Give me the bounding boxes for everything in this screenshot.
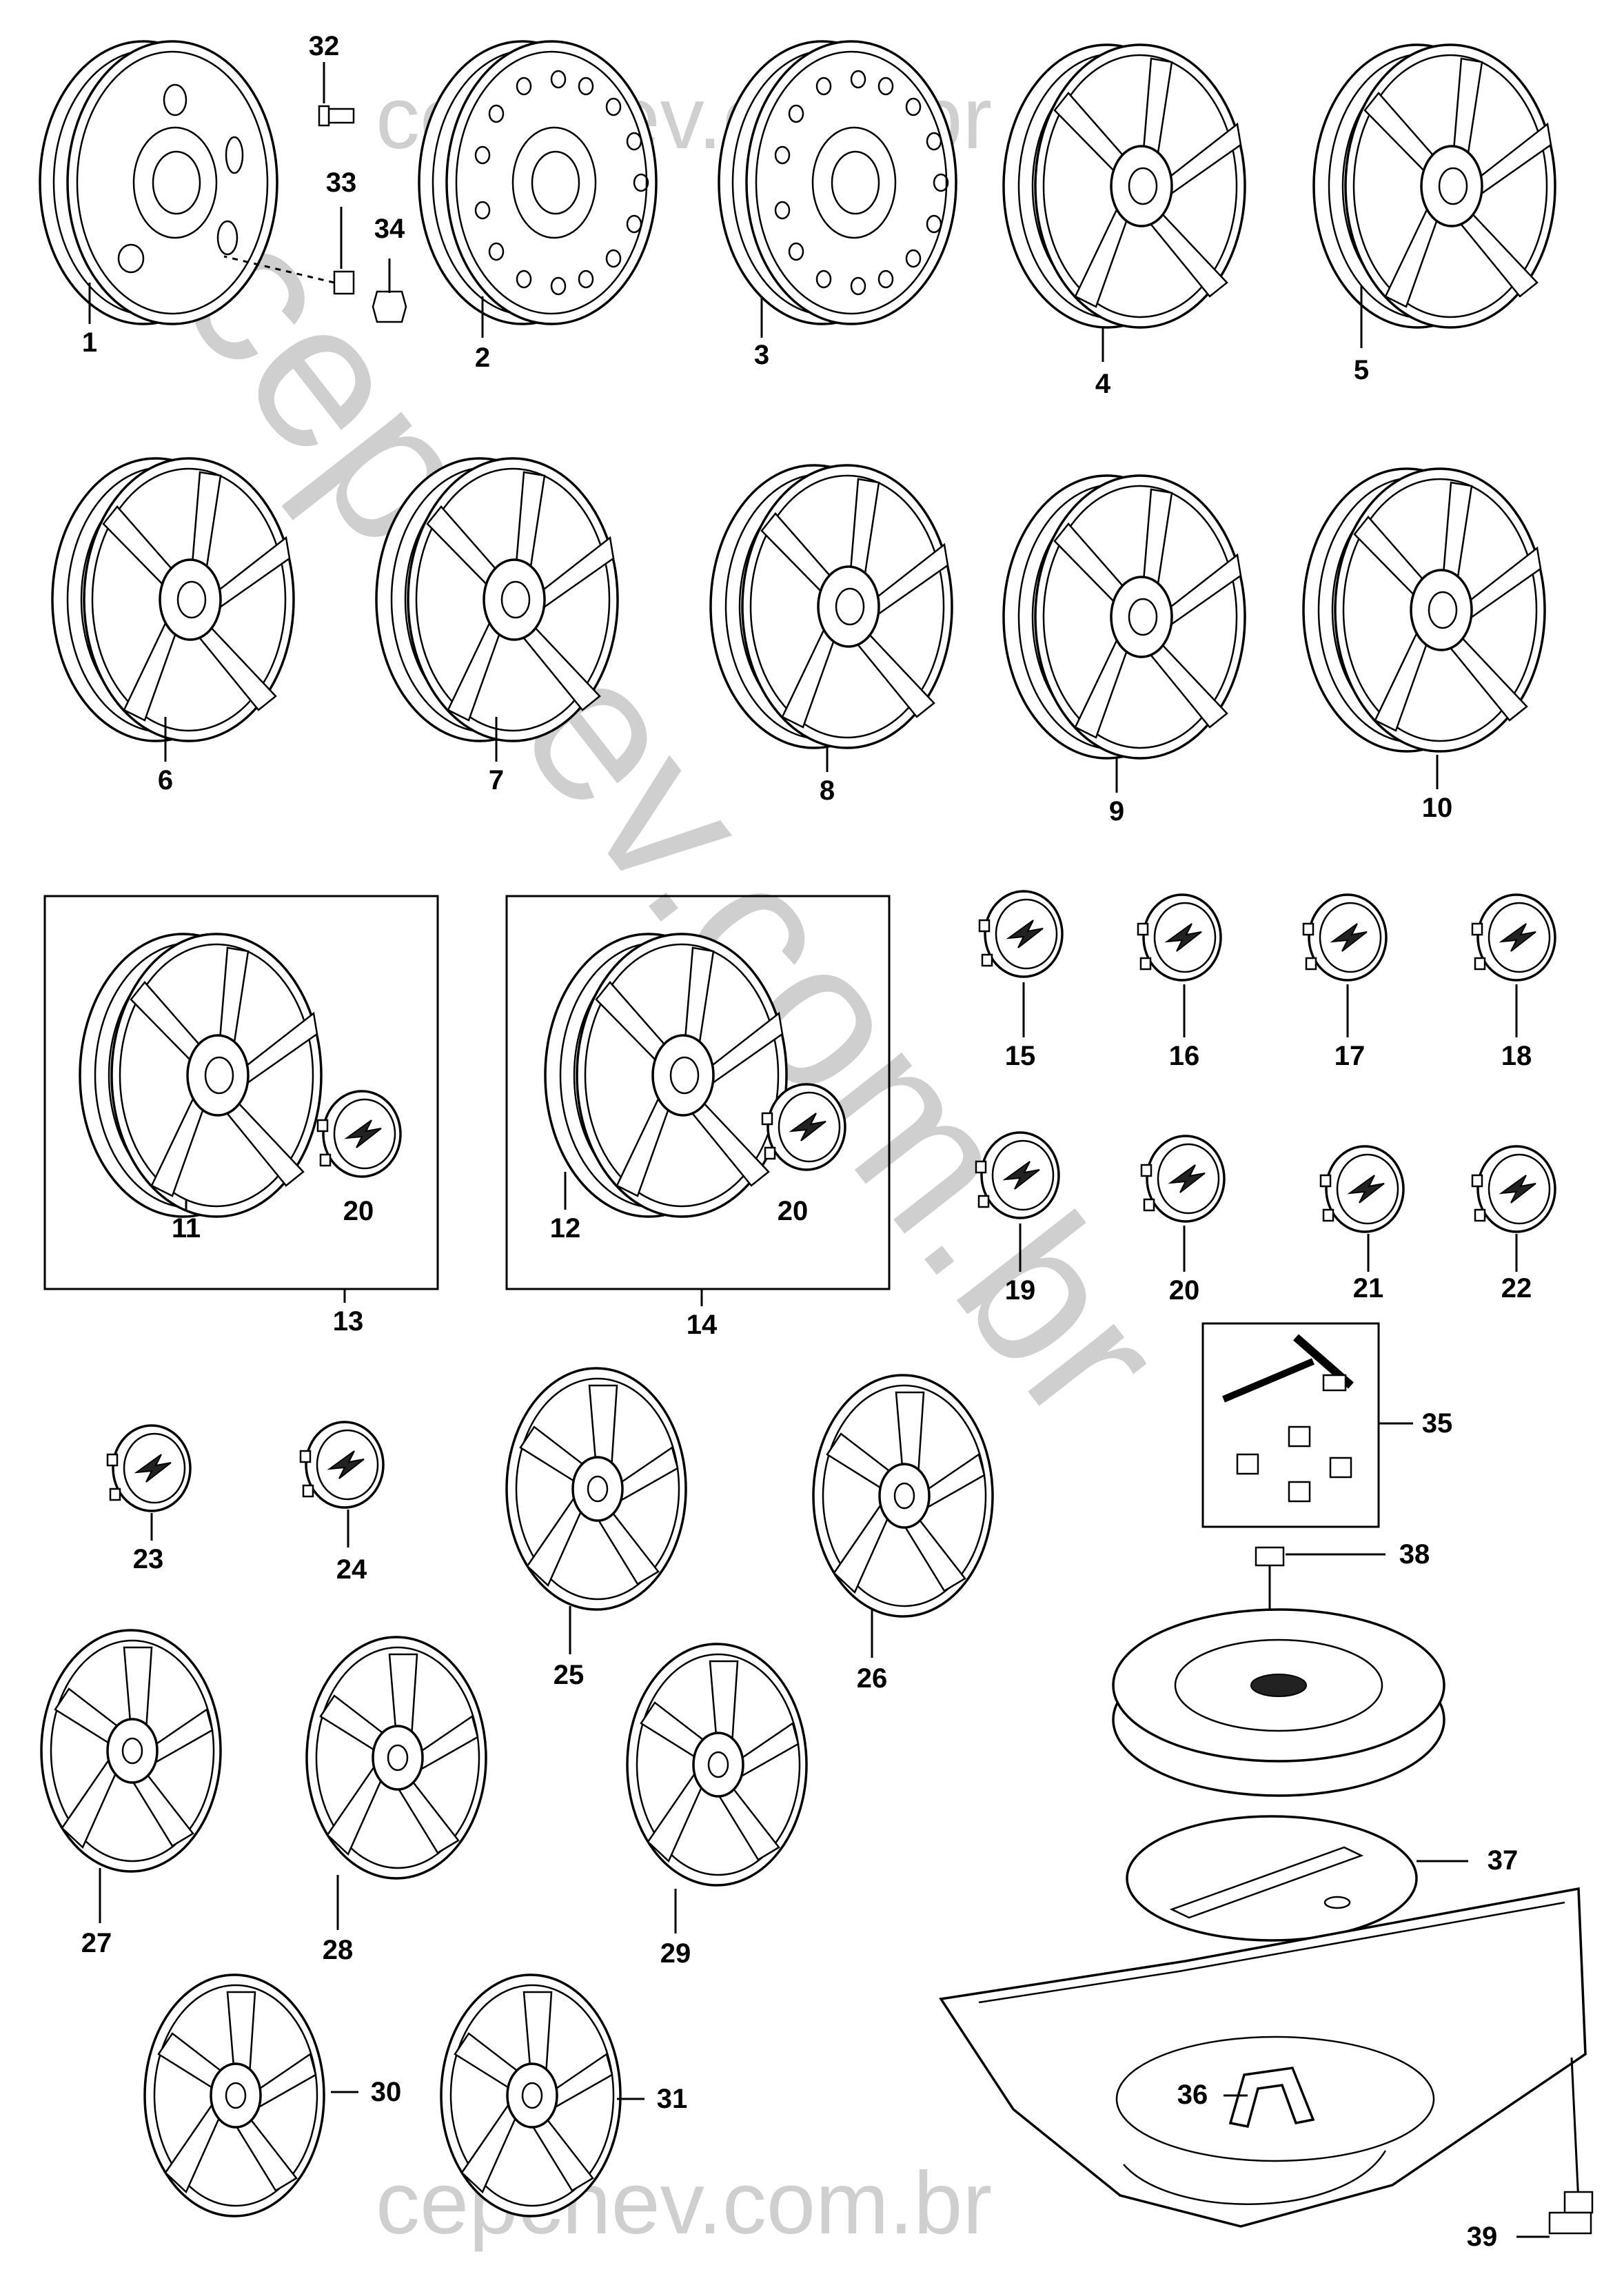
- center-cap-15: [978, 890, 1064, 978]
- wheel-1: [39, 40, 278, 325]
- callout-33: 33: [326, 168, 357, 198]
- center-cap-17: [1302, 893, 1388, 982]
- kit-box-13: [43, 895, 439, 1290]
- callout-16: 16: [1169, 1041, 1200, 1071]
- callout-numbers: 1 2 3 4 5 6 7 8 9 10 11 20 12 20 13 14 1…: [81, 31, 1532, 2252]
- center-cap-16: [1137, 893, 1222, 982]
- kit-box-14: [505, 895, 891, 1290]
- callout-26: 26: [857, 1663, 888, 1694]
- center-cap-21: [1319, 1145, 1405, 1233]
- hubcap-27: [40, 1629, 222, 1873]
- callout-20c: 20: [1169, 1275, 1200, 1306]
- callout-8: 8: [820, 775, 835, 806]
- callout-12: 12: [550, 1213, 581, 1244]
- callout-11: 11: [172, 1213, 201, 1244]
- callout-10: 10: [1422, 793, 1453, 823]
- hubcap-25: [505, 1367, 687, 1611]
- callout-25: 25: [554, 1660, 585, 1690]
- callout-37: 37: [1488, 1845, 1519, 1876]
- spare-tire-bracket-36: [1228, 2067, 1315, 2129]
- wheel-5: [1312, 43, 1556, 329]
- wheel-12: [544, 933, 788, 1218]
- callout-5: 5: [1354, 355, 1369, 385]
- callout-29: 29: [660, 1938, 691, 1969]
- callout-20a: 20: [343, 1196, 374, 1226]
- hubcap-30: [143, 1973, 325, 2217]
- wheel-10: [1302, 467, 1546, 753]
- callout-2: 2: [475, 343, 490, 373]
- callout-38: 38: [1399, 1539, 1430, 1570]
- callout-17: 17: [1334, 1041, 1366, 1071]
- callout-23: 23: [133, 1544, 164, 1574]
- callout-31: 31: [657, 2084, 688, 2114]
- center-cap-23: [106, 1424, 192, 1512]
- wheel-6: [51, 457, 295, 742]
- spare-tire: [1112, 1608, 1445, 1797]
- wheel-9: [1002, 474, 1246, 760]
- callout-9: 9: [1109, 796, 1124, 826]
- wheel-11: [79, 933, 323, 1218]
- wheel-bolt-32: [318, 105, 355, 127]
- wheel-7: [375, 457, 619, 742]
- callout-3: 3: [754, 340, 769, 370]
- bolt-39: [1548, 2057, 1594, 2235]
- callout-24: 24: [336, 1554, 367, 1585]
- center-cap-22: [1471, 1145, 1556, 1233]
- hubcap-31: [440, 1973, 622, 2217]
- callout-13: 13: [333, 1306, 364, 1337]
- wheel-nut-34: [372, 290, 407, 323]
- watermark-diagonal: cepchev.com.br: [136, 181, 1209, 1463]
- callout-35: 35: [1422, 1408, 1453, 1439]
- callout-21: 21: [1353, 1273, 1384, 1303]
- center-cap-18: [1471, 893, 1556, 982]
- hubcap-28: [305, 1636, 487, 1880]
- callout-30: 30: [371, 2077, 402, 2107]
- lock-kit-box-35: [1201, 1322, 1380, 1528]
- callout-36: 36: [1177, 2080, 1208, 2110]
- wheel-4: [1002, 43, 1246, 329]
- callout-32: 32: [309, 31, 340, 61]
- callout-27: 27: [81, 1928, 112, 1958]
- callout-19: 19: [1005, 1275, 1036, 1306]
- lock-key-35: [1222, 1334, 1354, 1503]
- callout-15: 15: [1005, 1041, 1036, 1071]
- wheel-8: [709, 464, 953, 749]
- trunk-floor: [939, 1887, 1587, 2228]
- center-cap-20-kit13: [316, 1090, 402, 1178]
- hubcap-29: [626, 1643, 808, 1887]
- callout-34: 34: [374, 214, 405, 244]
- center-cap-24: [299, 1421, 385, 1509]
- callout-4: 4: [1095, 369, 1111, 399]
- wheel-bolt-33: [223, 255, 355, 295]
- callout-22: 22: [1501, 1273, 1532, 1303]
- hubcap-26: [812, 1374, 994, 1618]
- callout-1: 1: [82, 327, 97, 358]
- leader-lines: [88, 62, 1550, 2238]
- callout-28: 28: [323, 1935, 354, 1965]
- callout-20b: 20: [778, 1196, 809, 1226]
- spare-tire-cover-37: [1126, 1815, 1418, 1942]
- callout-14: 14: [687, 1310, 718, 1340]
- center-cap-20: [1140, 1135, 1226, 1223]
- callout-39: 39: [1467, 2222, 1498, 2252]
- callout-6: 6: [158, 765, 173, 795]
- callout-7: 7: [489, 765, 504, 795]
- callout-18: 18: [1501, 1041, 1532, 1071]
- wheel-2: [418, 40, 658, 325]
- wheel-3: [718, 40, 957, 325]
